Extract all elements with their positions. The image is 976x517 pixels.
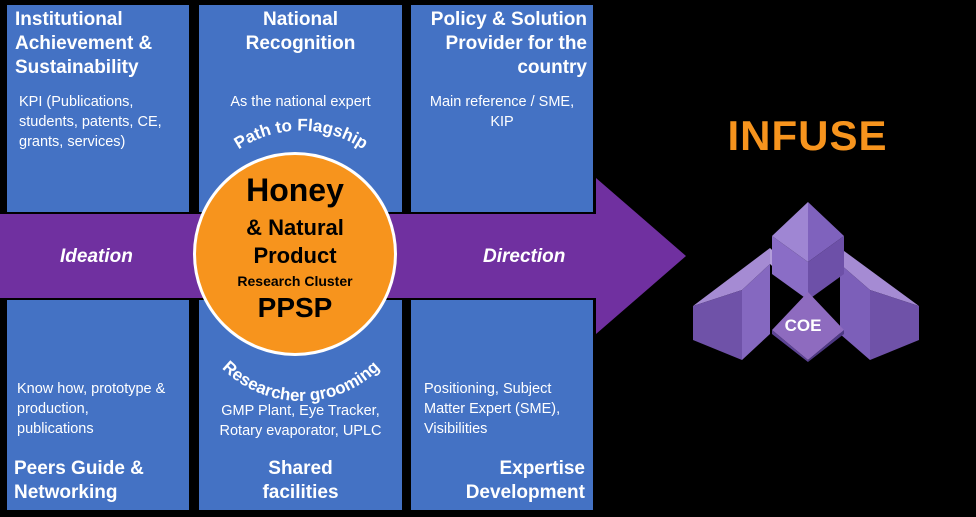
box-body: Know how, prototype & production, public…	[17, 381, 166, 437]
box-title: Peers Guide & Networking	[14, 458, 144, 503]
box-title: National Recognition	[245, 9, 356, 54]
box-title: Institutional Achievement & Sustainabili…	[15, 9, 153, 78]
box-body: As the national expert	[230, 94, 371, 110]
box-body: Positioning, Subject Matter Expert (SME)…	[424, 381, 561, 437]
box-title: Shared facilities	[262, 458, 339, 503]
cluster-circle	[193, 152, 397, 356]
circle-title-product: Product	[253, 243, 337, 268]
box-policy-solution: Policy & Solution Provider for the count…	[411, 5, 593, 212]
box-title: Expertise Development	[465, 458, 585, 503]
box-title: Policy & Solution Provider for the count…	[430, 9, 587, 78]
circle-subtitle: Research Cluster	[237, 273, 353, 289]
circle-ppsp: PPSP	[257, 292, 333, 323]
box-institutional-achievement: Institutional Achievement & Sustainabili…	[7, 5, 189, 212]
box-peers-guide: Know how, prototype & production, public…	[7, 300, 189, 510]
circle-title-natural: & Natural	[246, 215, 344, 240]
infuse-title: INFUSE	[727, 112, 888, 159]
box-body: Main reference / SME, KIP	[429, 94, 575, 130]
ideation-label: Ideation	[60, 246, 133, 267]
box-body: GMP Plant, Eye Tracker, Rotary evaporato…	[219, 403, 382, 439]
direction-label: Direction	[483, 246, 566, 267]
box-body: KPI (Publications, students, patents, CE…	[19, 94, 162, 150]
box-expertise-development: Positioning, Subject Matter Expert (SME)…	[411, 300, 593, 510]
circle-title-honey: Honey	[246, 172, 344, 208]
